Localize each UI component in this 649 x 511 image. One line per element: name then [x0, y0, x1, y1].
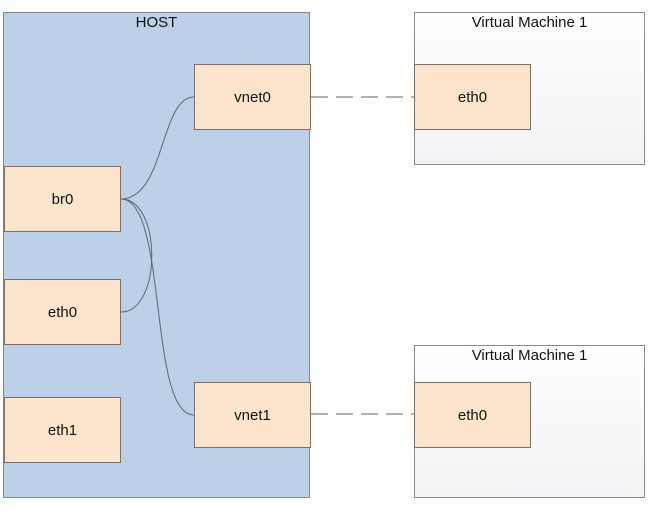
host-title: HOST	[135, 14, 178, 31]
virtual-machine-1-title: Virtual Machine 1	[471, 14, 588, 31]
host-eth0-node[interactable]: eth0	[4, 279, 121, 345]
virtual-machine-2-title: Virtual Machine 1	[471, 347, 588, 364]
vm2-eth0-node[interactable]: eth0	[414, 382, 531, 448]
br0-node[interactable]: br0	[4, 166, 121, 232]
host-eth1-node[interactable]: eth1	[4, 397, 121, 463]
vnet0-node[interactable]: vnet0	[194, 64, 311, 130]
vm1-eth0-node[interactable]: eth0	[414, 64, 531, 130]
vnet1-node[interactable]: vnet1	[194, 382, 311, 448]
